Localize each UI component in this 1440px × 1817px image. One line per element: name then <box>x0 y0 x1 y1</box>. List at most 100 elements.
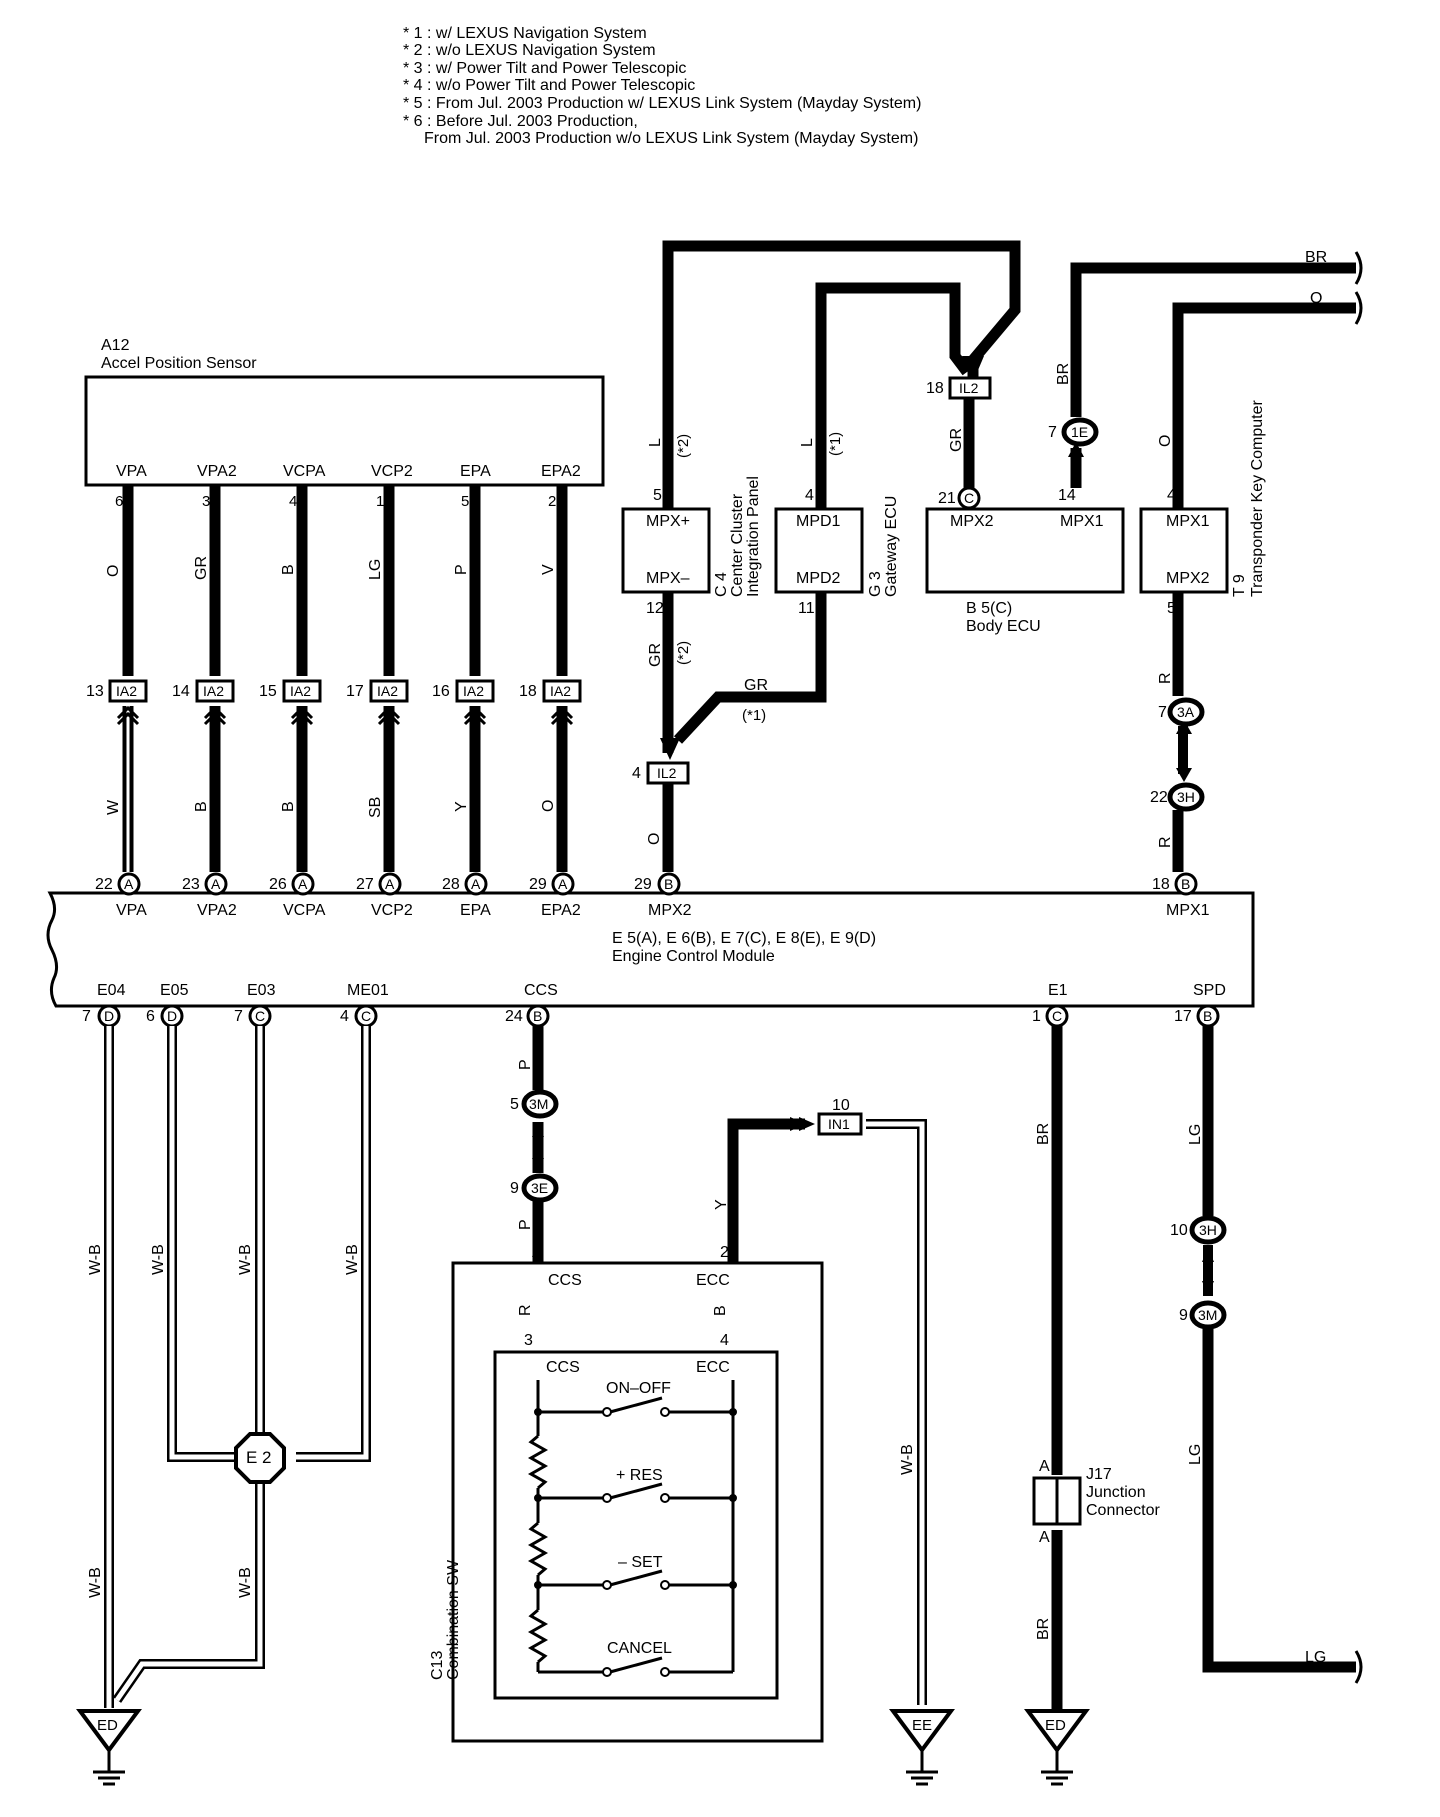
wire-color-o: O <box>105 565 122 577</box>
b5-arrow <box>1068 442 1084 457</box>
ecm-pin-28: 28 <box>442 876 460 893</box>
ecm-pin-26: 26 <box>269 876 287 893</box>
in1-arrow-2 <box>799 1117 815 1131</box>
switch-cancel: CANCEL <box>607 1640 672 1657</box>
t9-mpx2: MPX2 <box>1166 570 1210 587</box>
ecm-conn-c-1: C <box>255 1008 265 1024</box>
e1-wire-br-1: BR <box>1035 1123 1052 1145</box>
spd-wire <box>1202 1026 1356 1673</box>
a12-term-epa: EPA <box>460 463 491 480</box>
c13-pin-3: 3 <box>524 1332 533 1349</box>
il2-upper-label: IL2 <box>959 380 979 396</box>
ia2-chevrons <box>116 705 574 726</box>
c4-box <box>621 507 711 594</box>
j3m-junction-spd <box>1189 1300 1227 1330</box>
ecm-conn-a-3: A <box>298 876 308 892</box>
ed-label-left: ED <box>97 1717 118 1734</box>
g3-top-wire: L <box>799 438 816 447</box>
note-5: * 5 : From Jul. 2003 Production w/ LEXUS… <box>403 95 921 112</box>
ccs-wire-p: P <box>517 1059 534 1070</box>
b5-mpx2: MPX2 <box>950 513 994 530</box>
sensor-wires-lower <box>122 706 568 872</box>
c4-pin-5: 5 <box>653 487 662 504</box>
ground-symbol-ee <box>889 1709 955 1786</box>
t9-top-wire: O <box>1157 435 1174 447</box>
ia2-pin-13: 13 <box>86 683 104 700</box>
j3m-label-spd: 3M <box>1198 1307 1217 1323</box>
ia2-pin-18: 18 <box>519 683 537 700</box>
note-6b: From Jul. 2003 Production w/o LEXUS Link… <box>424 130 918 147</box>
footnotes: * 1 : w/ LEXUS Navigation System * 2 : w… <box>403 25 921 147</box>
c13-wire-r: R <box>517 1304 534 1316</box>
j3e-wire: P <box>517 1219 534 1230</box>
ecm-term-spd: SPD <box>1193 982 1226 999</box>
ecm-conn-c-e1: C <box>1052 1008 1062 1024</box>
wire-color-sb: SB <box>367 797 384 818</box>
ee-label: EE <box>912 1717 932 1734</box>
ecm-conn-a-6: A <box>558 876 568 892</box>
ed-label-right: ED <box>1045 1717 1066 1734</box>
ia2-label-3: IA2 <box>290 683 311 699</box>
a12-pin-1: 1 <box>376 493 384 510</box>
il2-lower-connector <box>646 761 690 785</box>
j3a-pin: 7 <box>1158 704 1167 721</box>
ecm-term-vcp2: VCP2 <box>371 902 413 919</box>
wire-color-o-2: O <box>540 800 557 812</box>
b5-pin-21-connector <box>957 486 981 510</box>
ecm-term-e03: E03 <box>247 982 276 999</box>
note-1: * 1 : w/ LEXUS Navigation System <box>403 25 647 42</box>
ecm-conn-b-spd: B <box>1203 1008 1212 1024</box>
ground-wire-label-5: W-B <box>87 1567 104 1598</box>
ia2-pin-15: 15 <box>259 683 277 700</box>
ecm-term-epa2: EPA2 <box>541 902 581 919</box>
o-wire-break <box>1354 291 1363 325</box>
ecm-term-e04: E04 <box>97 982 126 999</box>
g3-bot-wire: GR <box>744 677 768 694</box>
g3-top-note: (*1) <box>827 432 844 456</box>
c13-code: C13 <box>429 1651 446 1680</box>
ecm-term-me01: ME01 <box>347 982 389 999</box>
j17-name-2: Connector <box>1086 1502 1160 1519</box>
j3m-junction-ccs <box>521 1089 559 1119</box>
g3-mpd2: MPD2 <box>796 570 841 587</box>
b5-mpx1: MPX1 <box>1060 513 1104 530</box>
in1-arrow-1 <box>790 1117 806 1131</box>
wire-color-v: V <box>540 564 557 575</box>
g3-code: G 3 <box>867 571 884 597</box>
a12-pin-3: 3 <box>202 493 210 510</box>
t9-mpx1: MPX1 <box>1166 513 1210 530</box>
ecm-term-vpa: VPA <box>116 902 147 919</box>
ecm-top-pins <box>117 872 1198 896</box>
j3e-label: 3E <box>531 1180 548 1196</box>
ground-wire-label-6: W-B <box>237 1567 254 1598</box>
switch-set: – SET <box>618 1554 663 1571</box>
j17-code: J17 <box>1086 1466 1112 1483</box>
ground-symbol-ed-left <box>76 1709 142 1786</box>
b5-pin-21: 21 <box>938 490 956 507</box>
o-entry-label: O <box>1310 290 1322 307</box>
c4-pin-12: 12 <box>646 600 664 617</box>
ecm-pin-23: 23 <box>182 876 200 893</box>
t9-code: T 9 <box>1231 574 1248 597</box>
ia2-label-5: IA2 <box>463 683 484 699</box>
il2-arrow-2 <box>660 738 680 760</box>
ground-wire-label-1: W-B <box>87 1244 104 1275</box>
ecm-pin-17b: 17 <box>1174 1008 1192 1025</box>
c13-outer-ecc: ECC <box>696 1272 730 1289</box>
note-3: * 3 : w/ Power Tilt and Power Telescopic <box>403 60 686 77</box>
il2-upper-connector <box>948 376 992 400</box>
t9-pin-4: 4 <box>1167 487 1176 504</box>
j3m-pin-ccs: 5 <box>510 1096 519 1113</box>
j3h-arrow-down <box>1176 768 1192 782</box>
ecm-pin-22: 22 <box>95 876 113 893</box>
c4-bot-note: (*2) <box>675 641 692 665</box>
c4-bot-wire: GR <box>647 643 664 667</box>
br-wire-break <box>1354 251 1363 285</box>
c4-name-1: Center Cluster <box>729 493 746 597</box>
c4-mpxp: MPX+ <box>646 513 690 530</box>
ia2-label-2: IA2 <box>203 683 224 699</box>
ia2-label-6: IA2 <box>550 683 571 699</box>
e2-junction <box>234 1432 286 1484</box>
ecm-code: E 5(A), E 6(B), E 7(C), E 8(E), E 9(D) <box>612 930 876 947</box>
